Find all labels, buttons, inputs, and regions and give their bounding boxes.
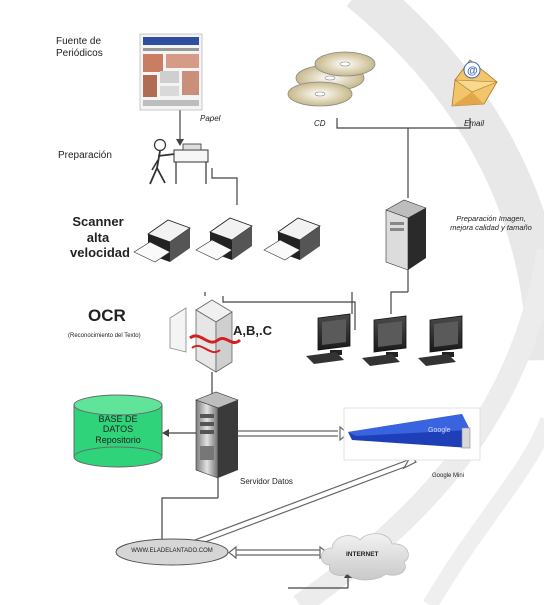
scanner-label: Scanner alta velocidad — [70, 214, 130, 261]
workstation-monitors — [306, 313, 463, 366]
cd-icon — [287, 51, 376, 107]
paper-label: Papel — [200, 114, 221, 123]
database-icon — [73, 394, 163, 468]
preparation-image-label: Preparación Imagen, mejora calidad y tam… — [450, 214, 532, 232]
scanner-icon — [195, 217, 253, 261]
preparation-person-icon — [149, 138, 209, 185]
monitor-icon — [306, 313, 351, 364]
ocr-document-icon — [169, 299, 242, 373]
svg-text:@: @ — [467, 65, 478, 77]
email-label: Email — [464, 119, 485, 128]
server-label: Servidor Datos — [240, 477, 293, 486]
preparation-label: Preparación — [58, 150, 112, 161]
preparation-server-icon — [385, 199, 427, 271]
google-mini-icon: Google — [343, 407, 481, 461]
internet-cloud-icon — [320, 533, 409, 581]
cd-label: CD — [314, 119, 326, 128]
data-server-icon — [195, 391, 239, 479]
website-label: WWW.ELADELANTADO.COM — [131, 548, 213, 554]
email-icon: @ — [451, 59, 498, 107]
ocr-sub-label: (Reconocimiento del Texto) — [68, 333, 141, 339]
double-arrows — [162, 425, 417, 560]
website-node — [115, 538, 229, 566]
scanner-icon — [133, 219, 191, 263]
google-mini-label: Google Mini — [432, 473, 465, 479]
internet-label: INTERNET — [346, 551, 379, 558]
svg-text:Google: Google — [428, 427, 451, 434]
connector-lines — [161, 110, 471, 589]
source-label: Fuente de Periódicos — [56, 36, 103, 59]
ocr-label: OCR — [88, 306, 126, 325]
monitor-icon — [362, 315, 407, 366]
monitor-icon — [418, 315, 463, 366]
newspaper-icon — [139, 33, 203, 111]
scanner-icon — [263, 217, 321, 261]
scanner-printers — [133, 217, 321, 263]
abc-label: A,B,.C — [233, 323, 272, 338]
database-label: BASE DE DATOS Repositorio — [95, 414, 141, 445]
